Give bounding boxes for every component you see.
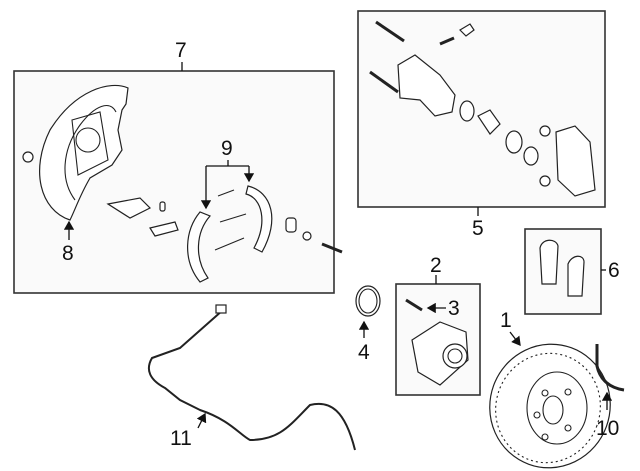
leader-11 (196, 412, 207, 429)
callout-6: 6 (608, 259, 620, 282)
backing-plate (39, 84, 129, 221)
hub-group (395, 275, 481, 396)
nut (22, 151, 34, 163)
group-box-6 (524, 228, 602, 315)
springs (214, 189, 343, 254)
callout-8: 8 (62, 242, 74, 265)
callout-2: 2 (430, 254, 442, 277)
actuator (106, 197, 179, 237)
caliper-bracket (555, 125, 596, 197)
callout-11: 11 (170, 427, 192, 450)
callout-1: 1 (500, 309, 512, 332)
caliper-group (357, 10, 606, 216)
brake-rotor (489, 343, 611, 469)
callout-3: 3 (448, 297, 460, 320)
caliper-body (397, 54, 456, 117)
callout-5: 5 (472, 217, 484, 240)
parking-brake-group (13, 62, 343, 294)
leader-1 (509, 331, 521, 347)
abs-sensor-wire (147, 309, 356, 451)
hose-bracket (595, 344, 625, 392)
callout-10: 10 (596, 417, 620, 440)
shoe-left (187, 211, 212, 283)
pads-group (524, 228, 606, 315)
seal-ring (355, 285, 381, 317)
shoe-right (245, 185, 273, 253)
callout-9: 9 (221, 137, 233, 160)
hub-body (411, 321, 469, 386)
wire-connector (215, 304, 227, 314)
callout-7: 7 (175, 39, 187, 62)
callout-4: 4 (358, 341, 370, 364)
